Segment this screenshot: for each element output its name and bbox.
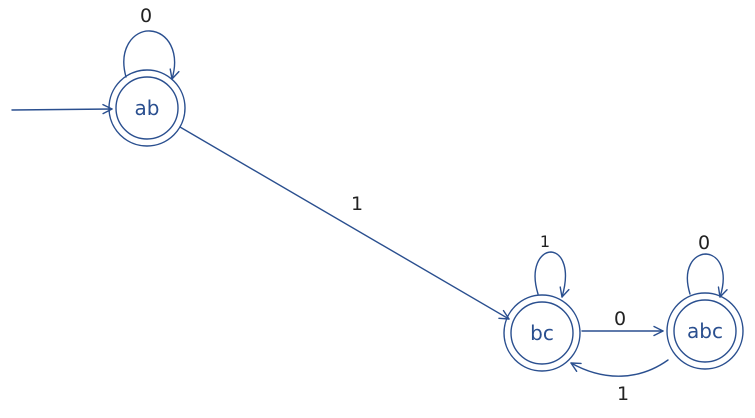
transition-abc-to-bc: 1 xyxy=(570,359,669,405)
transition-ab-to-bc-label: 1 xyxy=(351,193,363,215)
transition-abc-to-bc-arc xyxy=(570,359,669,377)
transition-ab-to-ab-label: 0 xyxy=(140,5,152,27)
state-abc-label: abc xyxy=(687,319,723,343)
transition-bc-to-bc-arc xyxy=(534,251,570,298)
initial-arrow xyxy=(11,103,113,115)
transition-abc-to-abc: 0 xyxy=(686,232,728,298)
transition-bc-to-bc-label: 1 xyxy=(540,232,550,251)
state-bc-inner-ring xyxy=(510,301,574,365)
transition-ab-to-bc: 1 xyxy=(179,126,510,320)
state-bc-outer-ring xyxy=(503,294,581,372)
state-bc-label: bc xyxy=(530,321,554,345)
initial-arrow-line xyxy=(11,103,113,115)
state-ab: ab xyxy=(108,69,186,147)
state-bc: bc xyxy=(503,294,581,372)
state-abc: abc xyxy=(666,292,744,370)
state-ab-outer-ring xyxy=(108,69,186,147)
transition-ab-to-ab-arc xyxy=(123,30,180,80)
transition-abc-to-abc-label: 0 xyxy=(698,232,710,254)
transition-abc-to-abc-arc xyxy=(686,253,728,298)
transition-bc-to-abc: 0 xyxy=(581,308,664,337)
state-ab-inner-ring xyxy=(115,76,179,140)
state-abc-inner-ring xyxy=(673,299,737,363)
transition-ab-to-bc-line xyxy=(179,126,510,320)
transition-bc-to-bc: 1 xyxy=(534,232,570,298)
transition-ab-to-ab: 0 xyxy=(123,5,180,80)
state-ab-label: ab xyxy=(135,96,160,120)
state-abc-outer-ring xyxy=(666,292,744,370)
transition-bc-to-abc-label: 0 xyxy=(614,308,626,330)
transition-abc-to-bc-label: 1 xyxy=(617,383,629,405)
